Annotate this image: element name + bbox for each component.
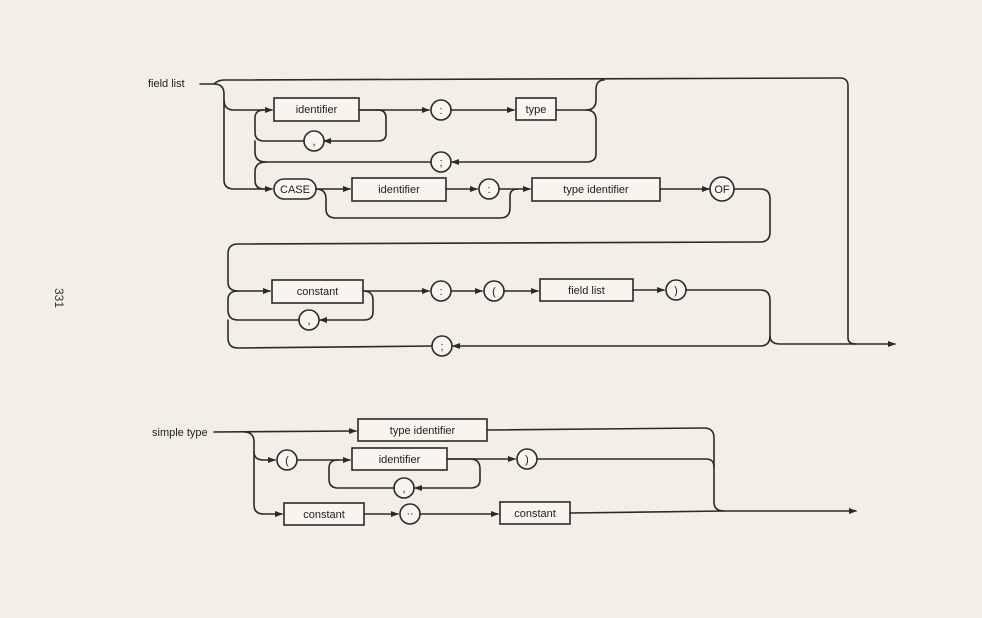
comma-terminal-2-label: , bbox=[307, 315, 310, 327]
colon-terminal-1-label: : bbox=[439, 105, 442, 117]
type-exit-path bbox=[555, 79, 605, 111]
type-box bbox=[515, 97, 557, 121]
st-comma-terminal-label: , bbox=[402, 483, 405, 495]
case-keyword-label: CASE bbox=[280, 184, 310, 196]
close-paren-label: ) bbox=[674, 285, 678, 297]
simple-type-diagram: simple type type identifier ( identifier… bbox=[152, 418, 857, 526]
constant-comma-loop-out bbox=[319, 290, 374, 323]
semicolon-terminal-2-label: ; bbox=[440, 341, 443, 353]
st-comma-loop-back bbox=[328, 459, 395, 489]
st-constant-box-1-label: constant bbox=[303, 509, 345, 521]
empty-bypass-path bbox=[199, 77, 896, 347]
semicolon-terminal-1-label: ; bbox=[439, 157, 442, 169]
fixed-part-entry-path bbox=[213, 83, 273, 113]
case-identifier-box-label: identifier bbox=[378, 184, 420, 196]
type-identifier-box-label: type identifier bbox=[563, 184, 629, 196]
comma-terminal-1-label: , bbox=[312, 136, 315, 148]
simple-type-entry-path bbox=[213, 428, 357, 435]
st-comma-loop-out bbox=[414, 458, 481, 491]
st-close-paren-label: ) bbox=[525, 454, 529, 466]
st-range-dots-label: ·· bbox=[406, 508, 413, 520]
semicolon-to-case-path bbox=[254, 161, 267, 190]
st-open-paren-label: ( bbox=[285, 455, 289, 467]
simple-type-title: simple type bbox=[152, 427, 208, 439]
st-subrange-exit-path bbox=[569, 510, 725, 514]
comma-loop-path-out bbox=[323, 109, 387, 144]
semicolon-loop-2-back bbox=[227, 319, 433, 349]
field-list-diagram: field list identifier : type , ; bbox=[148, 77, 896, 357]
st-subrange-entry-path bbox=[253, 451, 283, 517]
semicolon-loop-path-back bbox=[254, 140, 432, 163]
st-identifier-box-label: identifier bbox=[379, 454, 421, 466]
constant-comma-loop-back bbox=[227, 290, 300, 321]
type-box-label: type bbox=[526, 104, 547, 116]
identifier-box-label: identifier bbox=[296, 104, 338, 116]
open-paren-label: ( bbox=[492, 286, 496, 298]
st-type-identifier-box-label: type identifier bbox=[390, 425, 456, 437]
semicolon-loop-path-out bbox=[451, 109, 597, 165]
variant-part-entry-path bbox=[223, 99, 273, 192]
st-close-paren-exit-path bbox=[536, 458, 715, 468]
of-keyword-label: OF bbox=[714, 184, 730, 196]
constant-box-label: constant bbox=[297, 286, 339, 298]
colon-terminal-2-label: : bbox=[487, 184, 490, 196]
semicolon-loop-2-out bbox=[452, 335, 771, 349]
field-list-box-label: field list bbox=[568, 285, 605, 297]
st-enum-entry-path bbox=[243, 431, 276, 463]
page-number: 331 bbox=[52, 288, 66, 308]
field-list-title: field list bbox=[148, 78, 185, 90]
variant-exit-path bbox=[685, 289, 857, 345]
st-constant-box-2-label: constant bbox=[514, 508, 556, 520]
of-wrap-path bbox=[227, 188, 771, 294]
tag-field-bypass-path bbox=[315, 188, 519, 219]
colon-terminal-3-label: : bbox=[439, 286, 442, 298]
st-type-identifier-exit-path bbox=[486, 427, 857, 514]
comma-loop-path-back bbox=[254, 109, 305, 142]
